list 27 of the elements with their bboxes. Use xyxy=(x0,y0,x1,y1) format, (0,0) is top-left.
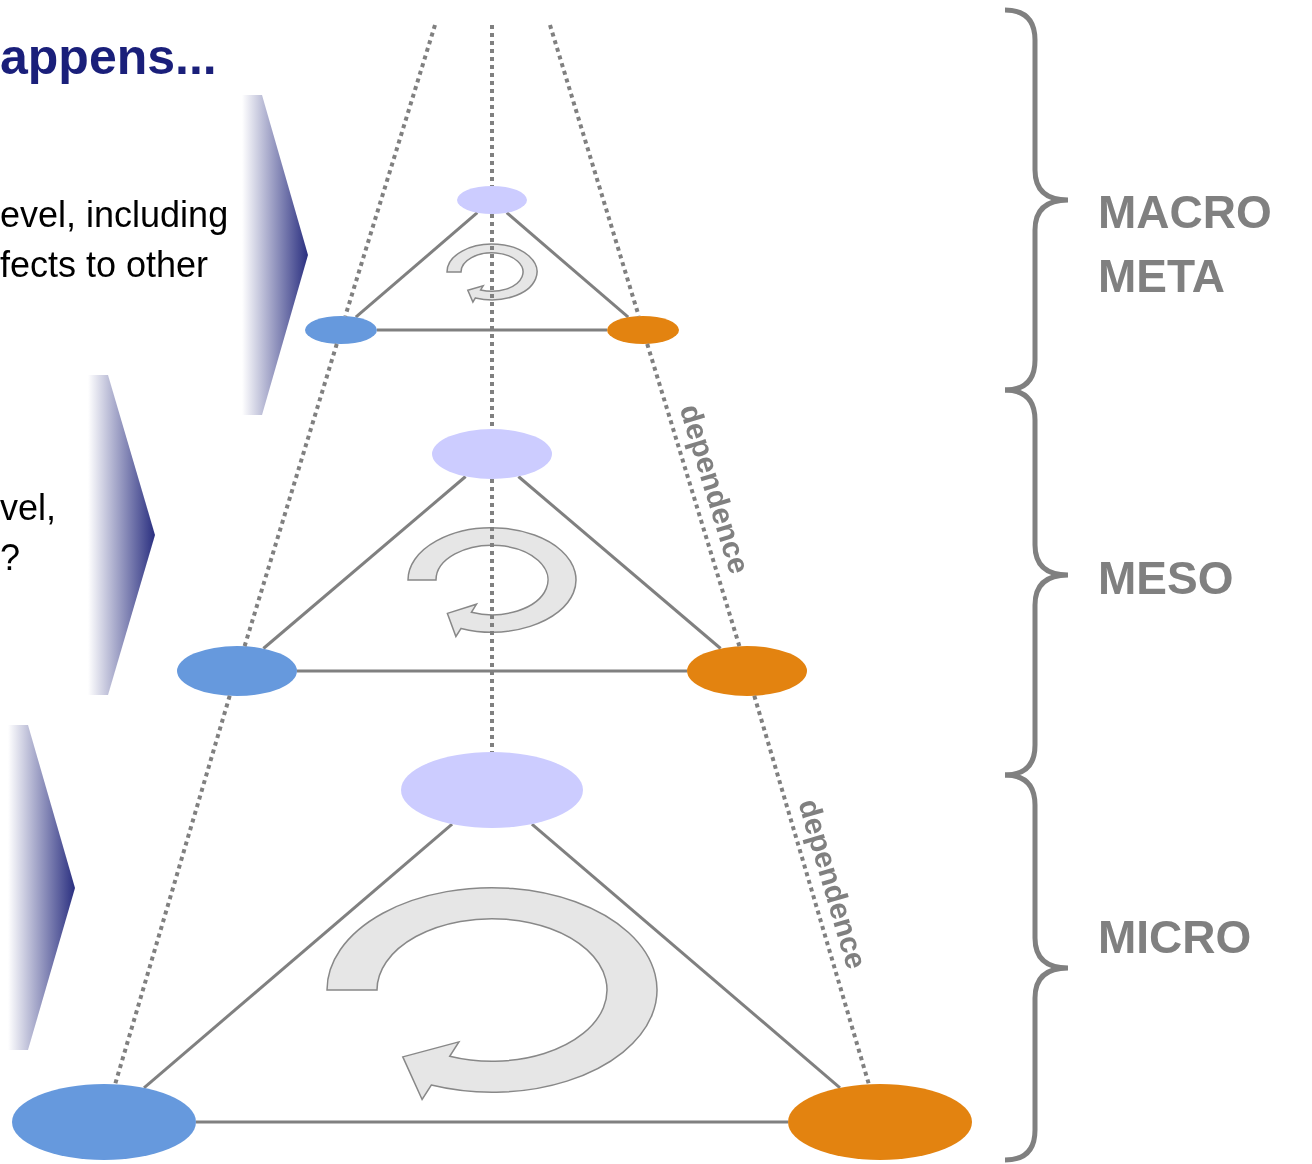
ellipse-node xyxy=(607,316,679,344)
dotted-line xyxy=(490,479,494,752)
connector-line xyxy=(262,475,467,650)
connector-line xyxy=(196,1120,788,1124)
body-text: evel, including fects to other xyxy=(0,193,230,288)
dotted-line xyxy=(242,343,339,647)
connector-line xyxy=(517,475,722,650)
dotted-line xyxy=(490,25,494,186)
text-panel xyxy=(0,95,308,415)
dotted-line xyxy=(113,695,232,1085)
dotted-line xyxy=(752,695,871,1085)
connector-line xyxy=(530,823,841,1089)
text-panel xyxy=(0,375,155,695)
connector-line xyxy=(377,328,607,332)
dotted-line xyxy=(645,343,742,647)
dotted-line xyxy=(548,24,641,317)
connector-line xyxy=(143,823,454,1089)
connector-line xyxy=(297,669,687,673)
slide-title: appens... xyxy=(0,30,217,85)
dotted-line xyxy=(343,24,437,317)
connector-line xyxy=(505,211,630,319)
level-label: MICRO xyxy=(1098,910,1253,965)
level-label: MACRO META xyxy=(1098,185,1273,305)
connector-line xyxy=(354,211,479,319)
level-label: MESO xyxy=(1098,551,1235,606)
dotted-line xyxy=(490,214,494,429)
body-text: vel, ? xyxy=(0,486,58,581)
